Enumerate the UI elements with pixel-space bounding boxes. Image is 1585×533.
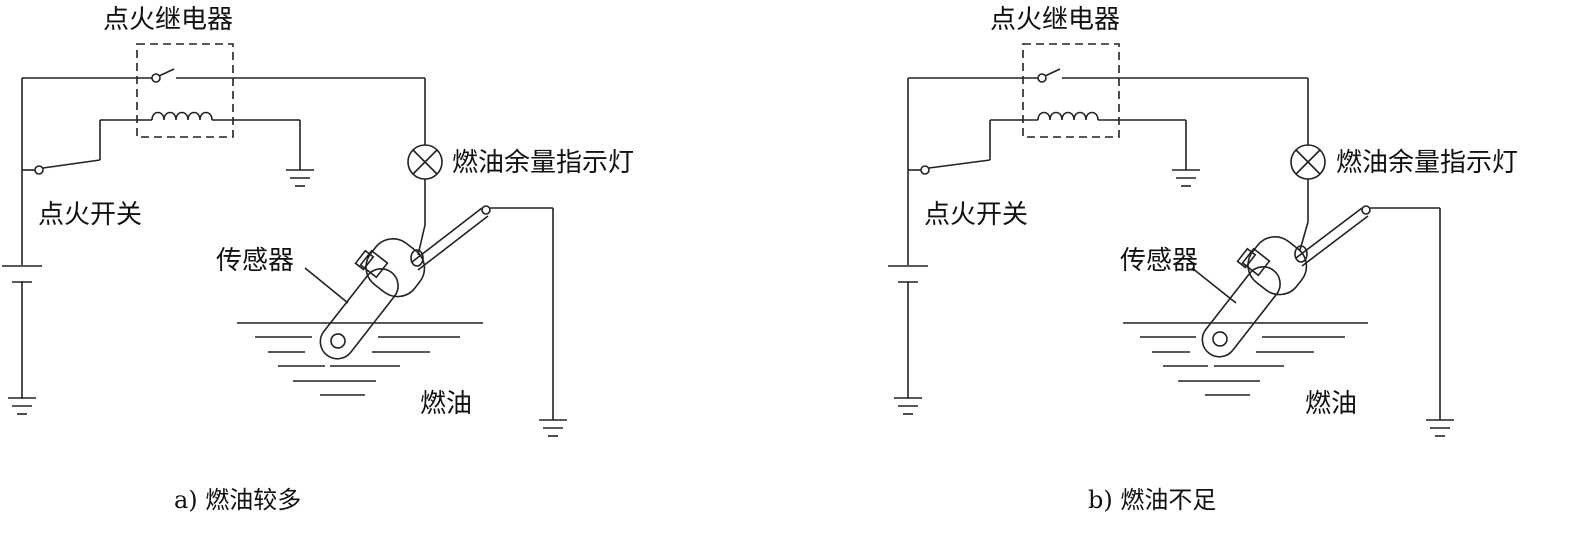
battery-symbol bbox=[2, 78, 42, 398]
relay-box bbox=[1022, 43, 1120, 138]
fuel-label: 燃油 bbox=[420, 389, 472, 419]
switch-label: 点火开关 bbox=[38, 200, 142, 230]
relay-box bbox=[136, 43, 234, 138]
ground-symbol-battery bbox=[894, 397, 922, 415]
relay-coil bbox=[151, 111, 301, 170]
lamp-label: 燃油余量指示灯 bbox=[1336, 148, 1518, 178]
sensor-leader-line bbox=[1191, 267, 1237, 304]
ground-symbol-relay bbox=[286, 169, 314, 187]
ground-symbol-relay bbox=[1172, 169, 1200, 187]
relay-coil bbox=[1037, 111, 1187, 170]
relay-label: 点火继电器 bbox=[103, 5, 233, 35]
lamp-label: 燃油余量指示灯 bbox=[452, 148, 634, 178]
panel-caption: a) 燃油较多 bbox=[174, 486, 301, 514]
relay-label: 点火继电器 bbox=[990, 5, 1120, 35]
ignition-switch bbox=[908, 119, 1038, 175]
fuel-sensor bbox=[319, 205, 554, 420]
panel-caption: b) 燃油不足 bbox=[1088, 486, 1216, 514]
switch-label: 点火开关 bbox=[924, 200, 1028, 230]
panel-a: 点火继电器 燃油余量指示灯 点火开关 传感器 燃油 a) 燃油较多 bbox=[2, 5, 634, 514]
sensor-leader-line bbox=[304, 267, 349, 304]
fuel-label: 燃油 bbox=[1305, 389, 1357, 419]
sensor-label: 传感器 bbox=[1120, 246, 1198, 276]
indicator-lamp bbox=[407, 144, 443, 256]
fuel-level-lines bbox=[1123, 322, 1368, 396]
indicator-lamp bbox=[1290, 144, 1326, 251]
fuel-level-lines bbox=[237, 322, 483, 396]
fuel-sensor bbox=[1201, 205, 1441, 420]
relay-contact-wire bbox=[908, 68, 1309, 145]
panel-b: 点火继电器 燃油余量指示灯 点火开关 传感器 燃油 b) 燃油不足 bbox=[888, 5, 1518, 514]
ignition-switch bbox=[22, 119, 152, 175]
relay-contact-wire bbox=[22, 68, 426, 145]
ground-symbol-sensor bbox=[1426, 419, 1454, 437]
sensor-label: 传感器 bbox=[216, 246, 294, 276]
ground-symbol-battery bbox=[8, 397, 36, 415]
ground-symbol-sensor bbox=[539, 419, 567, 437]
battery-symbol bbox=[888, 78, 928, 398]
